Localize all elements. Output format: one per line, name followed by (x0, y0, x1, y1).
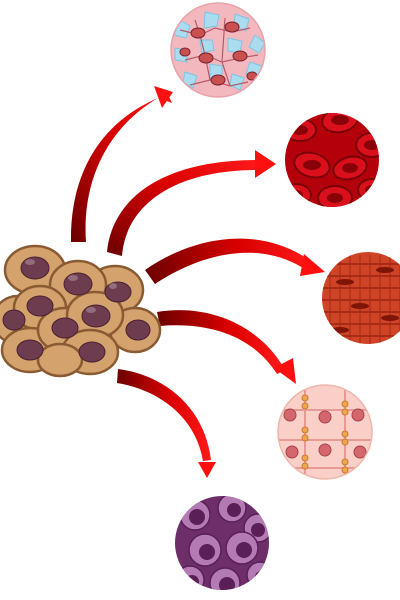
bone-cells-circle (170, 2, 266, 98)
fat-cells-circle (277, 384, 373, 480)
arrow-to-bone-cells (70, 86, 173, 242)
arrow-to-white-blood-cells (117, 369, 216, 478)
white-blood-cells-circle (175, 496, 269, 590)
arrow-to-muscle-cells (145, 238, 325, 284)
red-blood-cells-circle (285, 113, 379, 207)
arrow-to-red-blood-cells (107, 150, 276, 256)
muscle-cells-circle (322, 252, 400, 344)
stem-cell-cluster (0, 244, 162, 378)
arrow-to-fat-cells (157, 310, 296, 384)
